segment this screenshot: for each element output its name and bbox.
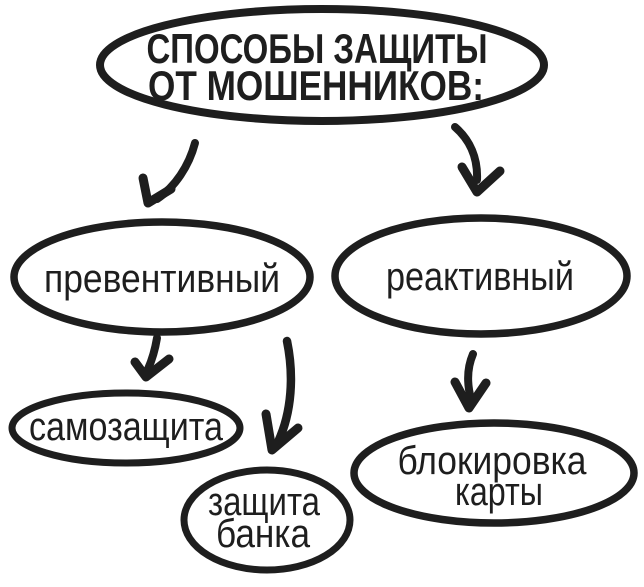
arrow-title-to-reactive-shaft bbox=[451, 123, 482, 184]
title-text-line2: ОТ МОШЕННИКОВ: bbox=[148, 62, 484, 109]
arrow-title-to-preventive bbox=[138, 139, 199, 208]
arrow-preventive-to-self-protection bbox=[130, 334, 174, 382]
title-text-line1: СПОСОБЫ ЗАЩИТЫ bbox=[147, 25, 488, 72]
bank-protection-label-line1: защита bbox=[208, 480, 321, 524]
arrow-title-to-reactive bbox=[451, 123, 505, 197]
arrow-title-to-preventive-head bbox=[138, 173, 176, 208]
arrow-reactive-to-card-blocking-shaft bbox=[464, 350, 477, 403]
reactive-label: реактивный bbox=[386, 255, 574, 299]
arrow-preventive-to-self-protection-head bbox=[130, 354, 174, 382]
card-blocking-ellipse bbox=[350, 419, 638, 527]
node-card-blocking: блокировка карты bbox=[350, 419, 638, 527]
bank-protection-label-line2: банка bbox=[216, 512, 311, 556]
arrow-preventive-to-self-protection-shaft bbox=[144, 334, 161, 373]
preventive-label: превентивный bbox=[44, 257, 280, 301]
title-ellipse bbox=[96, 5, 548, 125]
card-blocking-label-line1: блокировка bbox=[398, 439, 588, 483]
preventive-ellipse bbox=[10, 218, 314, 336]
node-bank-protection: защита банка bbox=[180, 466, 354, 574]
card-blocking-label-line2: карты bbox=[455, 470, 543, 514]
arrow-reactive-to-card-blocking bbox=[450, 350, 491, 413]
arrow-preventive-to-bank-protection bbox=[261, 336, 303, 455]
arrow-title-to-reactive-head bbox=[457, 162, 505, 197]
arrow-preventive-to-bank-protection-head bbox=[261, 409, 303, 455]
reactive-ellipse bbox=[331, 214, 631, 338]
bank-protection-ellipse bbox=[180, 466, 354, 574]
arrow-reactive-to-card-blocking-head bbox=[450, 377, 491, 413]
self-protection-label: самозащита bbox=[29, 405, 224, 449]
arrow-preventive-to-bank-protection-shaft bbox=[273, 336, 296, 447]
node-title: СПОСОБЫ ЗАЩИТЫ ОТ МОШЕННИКОВ: bbox=[96, 5, 548, 125]
self-protection-ellipse bbox=[8, 389, 244, 467]
node-preventive: превентивный bbox=[10, 218, 314, 336]
node-reactive: реактивный bbox=[331, 214, 631, 338]
node-self-protection: самозащита bbox=[8, 389, 244, 467]
